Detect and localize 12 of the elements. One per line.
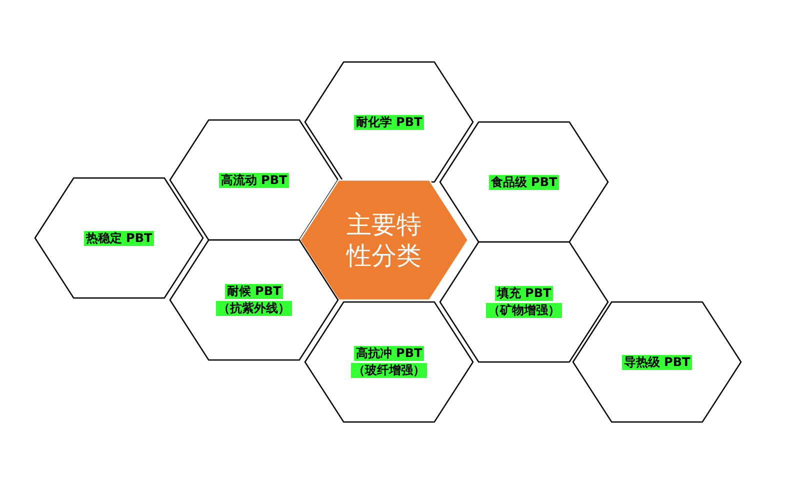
category-label: 填充 PBT	[494, 286, 554, 301]
category-label: （矿物增强）	[486, 303, 562, 318]
category-label: 热稳定 PBT	[84, 230, 154, 246]
center-title: 主要特性分类	[345, 209, 422, 271]
category-label: 高抗冲 PBT	[354, 346, 424, 361]
category-label: 高流动 PBT	[218, 172, 290, 188]
category-label: 耐化学 PBT	[354, 114, 424, 130]
category-label: 导热级 PBT	[622, 354, 692, 370]
category-label: （抗紫外线）	[216, 301, 292, 316]
category-label: （玻纤增强）	[351, 363, 427, 378]
category-label: 食品级 PBT	[488, 174, 560, 190]
category-label: 耐候 PBT	[224, 284, 284, 299]
